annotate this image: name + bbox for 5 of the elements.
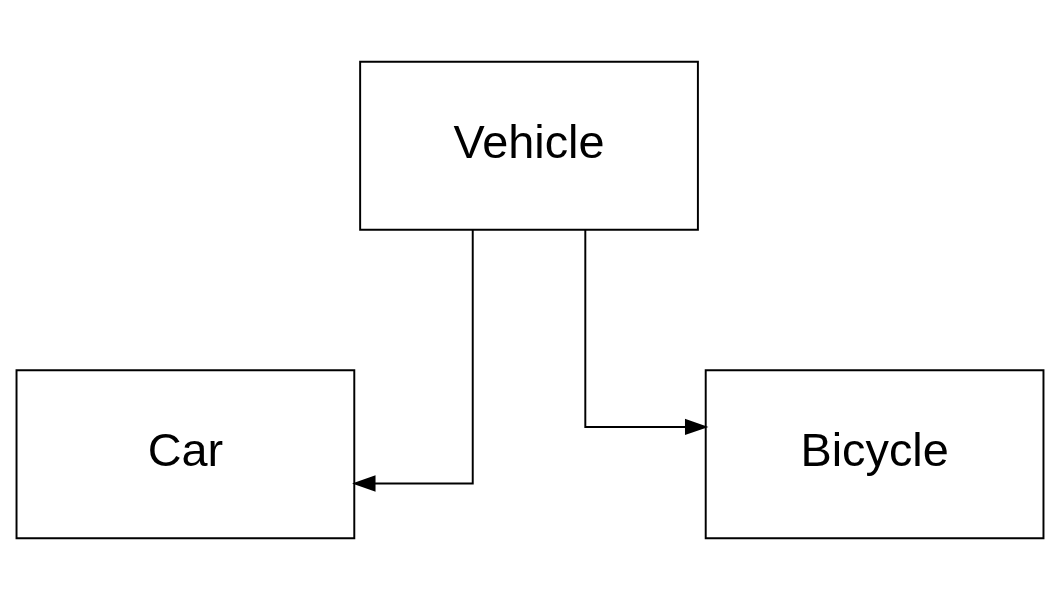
node-box: Vehicle bbox=[359, 60, 699, 231]
node-box: Car bbox=[15, 369, 356, 540]
arrow bbox=[584, 229, 709, 436]
arrow bbox=[352, 229, 474, 492]
node-box: Bicycle bbox=[704, 369, 1045, 540]
